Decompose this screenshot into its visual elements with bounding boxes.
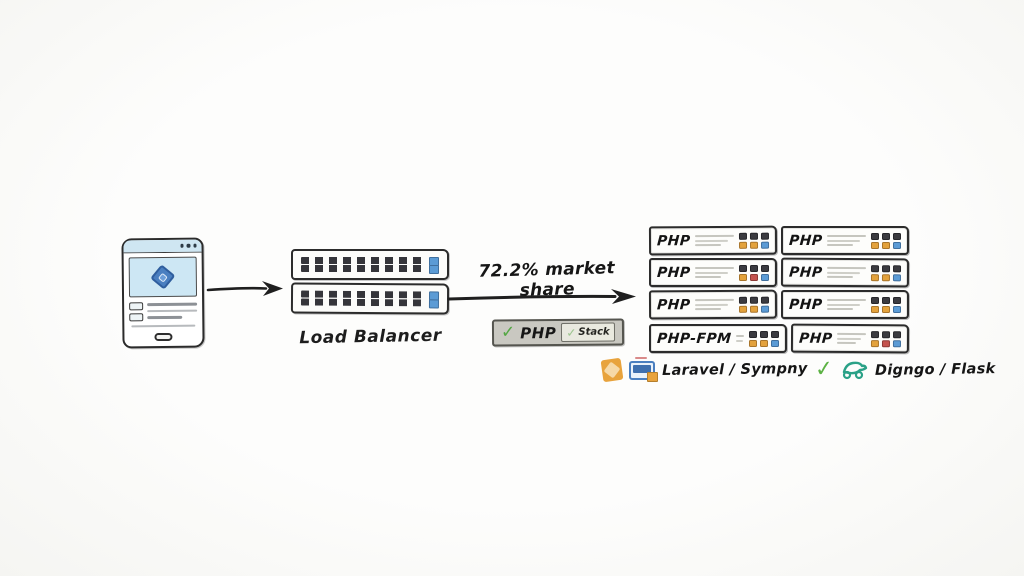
- load-balancer-unit: [290, 282, 450, 315]
- server-led-panel: [871, 296, 901, 313]
- server-label: PHP: [798, 330, 834, 347]
- server-unit: PHP-FPM: [649, 324, 788, 353]
- php-frameworks-label: Laravel / Sympny: [661, 360, 808, 380]
- device-screen: [124, 253, 203, 328]
- checkmark-icon: ✓: [813, 356, 835, 383]
- server-row: PHP PHP: [648, 289, 909, 320]
- server-led-panel: [738, 296, 770, 313]
- arrow-lb-to-servers: [447, 285, 637, 313]
- symfony-window-icon: [629, 356, 658, 382]
- arrow-client-to-lb: [206, 277, 284, 305]
- server-unit: PHP: [791, 323, 910, 354]
- server-led-panel: [738, 232, 770, 249]
- server-text-lines: [695, 265, 734, 281]
- frameworks-row: Laravel / Sympny ✓ Digngo / Flask: [600, 351, 996, 389]
- server-label: PHP: [788, 232, 824, 249]
- device-status-bar: [123, 239, 202, 254]
- server-row: PHP PHP: [649, 257, 910, 288]
- php-stack-badge: ✓ PHP ✓ Stack: [491, 318, 624, 347]
- port-row: [301, 256, 439, 266]
- port-row: [300, 298, 439, 307]
- badge-stack-box: ✓ Stack: [561, 322, 615, 342]
- server-row: PHP-FPM PHP: [649, 323, 910, 354]
- server-led-panel: [739, 264, 769, 281]
- mobile-device: [121, 237, 205, 349]
- python-frameworks-label: Digngo / Flask: [874, 361, 996, 379]
- load-balancer-label: Load Balancer: [299, 325, 442, 349]
- device-buttons: [129, 302, 144, 323]
- server-text-lines: [827, 264, 867, 280]
- device-text-lines: [147, 302, 198, 323]
- laravel-icon: [600, 357, 624, 383]
- server-grid: PHP PHP PHP PHP PHP PHP: [648, 225, 910, 356]
- badge-primary-label: PHP: [520, 323, 557, 342]
- server-label: PHP-FPM: [656, 330, 732, 347]
- port-row: [301, 265, 439, 274]
- server-led-panel: [870, 330, 902, 347]
- server-led-panel: [871, 232, 901, 249]
- server-text-lines: [837, 330, 867, 346]
- port-row: [301, 290, 440, 298]
- server-unit: PHP: [648, 225, 778, 256]
- server-text-lines: [827, 297, 866, 313]
- faint-checkmark-icon: ✓: [566, 325, 577, 340]
- server-label: PHP: [788, 264, 824, 281]
- server-row: PHP PHP: [648, 225, 909, 256]
- server-label: PHP: [788, 296, 824, 313]
- app-logo-icon: [150, 264, 176, 290]
- server-led-panel: [749, 330, 780, 347]
- server-text-lines: [736, 333, 745, 345]
- server-unit: PHP: [781, 290, 909, 319]
- server-label: PHP: [656, 296, 691, 313]
- server-unit: PHP: [648, 289, 778, 320]
- checkmark-icon: ✓: [500, 322, 516, 343]
- load-balancer: [290, 249, 450, 317]
- server-unit: PHP: [780, 257, 910, 288]
- server-led-panel: [870, 264, 902, 281]
- server-unit: PHP: [781, 226, 909, 255]
- server-label: PHP: [656, 264, 692, 281]
- device-home-button: [154, 332, 173, 342]
- server-label: PHP: [656, 232, 691, 249]
- django-pony-icon: [840, 356, 868, 384]
- device-hero-panel: [128, 256, 198, 298]
- load-balancer-unit: [291, 249, 449, 280]
- server-text-lines: [827, 233, 866, 249]
- server-text-lines: [695, 232, 734, 248]
- server-unit: PHP: [649, 258, 777, 287]
- server-text-lines: [695, 296, 734, 312]
- badge-secondary-label: Stack: [578, 326, 610, 338]
